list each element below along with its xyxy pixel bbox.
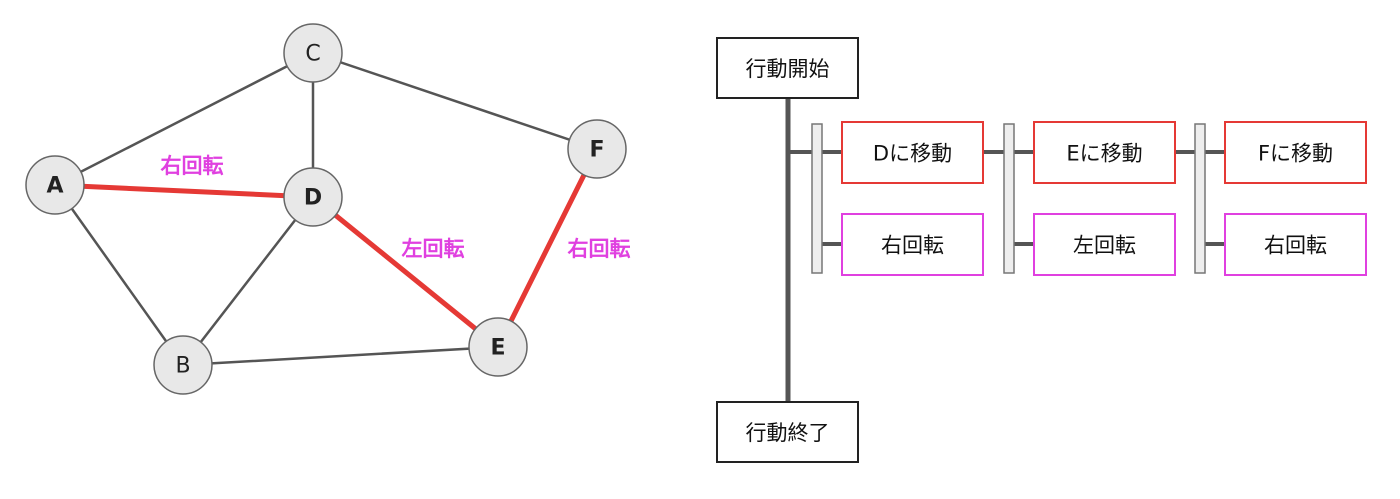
node-circle: [283, 23, 343, 83]
edge-D-E-path: [310, 194, 501, 350]
edge-E-F-path: [495, 146, 600, 350]
node-C: C: [283, 23, 343, 83]
turn-box-frame: [841, 213, 984, 276]
node-label: C: [305, 42, 320, 67]
node-label: B: [175, 354, 190, 379]
turn-box-label: 左回転: [1073, 234, 1136, 258]
edge-B-E: [181, 345, 500, 367]
turn-box-frame: [1033, 213, 1176, 276]
move-box: Fに移動: [1224, 121, 1367, 184]
move-box: Dに移動: [841, 121, 984, 184]
end-box-label: 行動終了: [746, 421, 830, 445]
edge-A-B: [53, 183, 185, 367]
move-box-label: Fに移動: [1258, 142, 1333, 166]
start-box-frame: [716, 37, 859, 99]
node-circle: [25, 155, 85, 215]
edge-C-F: [311, 51, 599, 151]
node-label: E: [490, 336, 505, 361]
node-circle: [283, 167, 343, 227]
move-box-frame: [1224, 121, 1367, 184]
move-box-label: Dに移動: [873, 142, 952, 166]
turn-box: 右回転: [1224, 213, 1367, 276]
node-label: A: [46, 174, 63, 199]
node-D: D: [283, 167, 343, 227]
node-circle: [153, 335, 213, 395]
parallel-bar: [1003, 123, 1015, 274]
turn-box: 左回転: [1033, 213, 1176, 276]
graph-diagram: ABCDEF右回転左回転右回転: [25, 23, 631, 395]
node-circle: [567, 119, 627, 179]
start-box: 行動開始: [716, 37, 859, 99]
node-E: E: [468, 317, 528, 377]
move-box-frame: [841, 121, 984, 184]
node-F: F: [567, 119, 627, 179]
parallel-bar: [811, 123, 823, 274]
move-box: Eに移動: [1033, 121, 1176, 184]
turn-label: 右回転: [568, 237, 631, 261]
edge-A-D-path: [52, 182, 316, 200]
start-box-label: 行動開始: [746, 57, 830, 81]
turn-box-label: 右回転: [881, 234, 944, 258]
parallel-bar: [1194, 123, 1206, 274]
node-A: A: [25, 155, 85, 215]
node-label: D: [304, 186, 322, 211]
turn-box-frame: [1224, 213, 1367, 276]
move-box-label: Eに移動: [1066, 142, 1142, 166]
node-circle: [468, 317, 528, 377]
end-box-frame: [716, 401, 859, 463]
turn-box: 右回転: [841, 213, 984, 276]
turn-label: 左回転: [402, 237, 465, 261]
edge-A-C: [53, 51, 315, 187]
end-box: 行動終了: [716, 401, 859, 463]
move-box-frame: [1033, 121, 1176, 184]
edge-D-B: [181, 195, 315, 367]
turn-label: 右回転: [161, 154, 224, 178]
node-B: B: [153, 335, 213, 395]
node-label: F: [589, 138, 604, 163]
turn-box-label: 右回転: [1264, 234, 1327, 258]
